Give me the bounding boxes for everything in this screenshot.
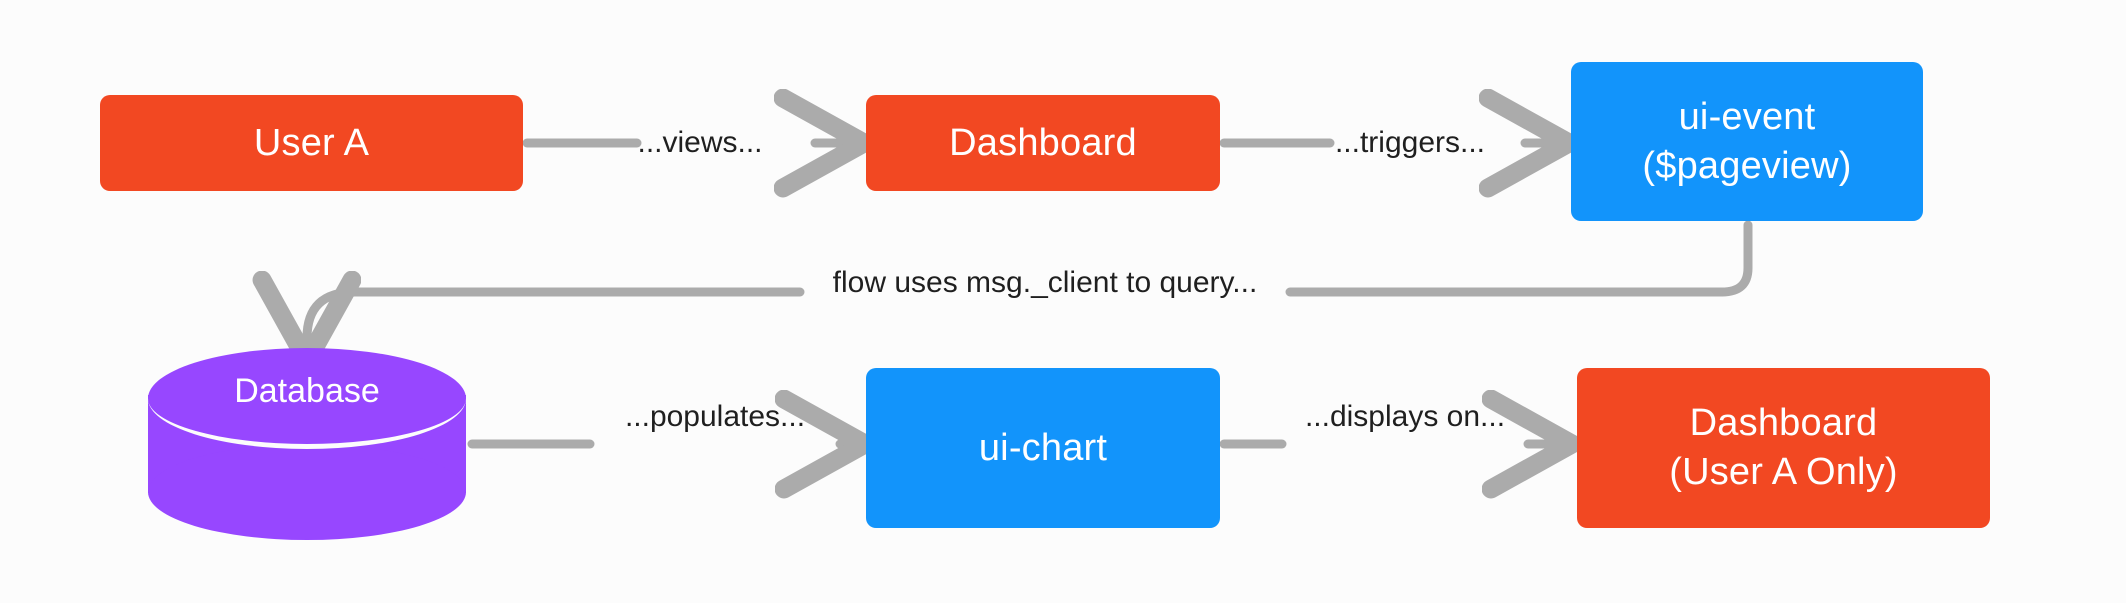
database-cylinder-top — [148, 348, 466, 449]
edge-label-populates: ...populates... — [624, 400, 806, 433]
node-database-label: Database — [234, 372, 380, 410]
node-user-a[interactable]: User A — [100, 95, 523, 191]
node-ui-chart[interactable]: ui-chart — [866, 368, 1220, 528]
edge-label-views: ...views... — [637, 126, 763, 159]
node-dashboard-label: Dashboard — [949, 121, 1137, 164]
node-dashboard-2-label-line2: (User A Only) — [1669, 451, 1898, 493]
node-database[interactable]: Database — [148, 348, 466, 540]
node-dashboard[interactable]: Dashboard — [866, 95, 1220, 191]
database-cylinder-bottom — [148, 444, 466, 540]
edge-label-displays-on: ...displays on... — [1304, 400, 1506, 433]
node-dashboard-user-a-only[interactable]: Dashboard (User A Only) — [1577, 368, 1990, 528]
node-dashboard-2-label-line1: Dashboard — [1689, 402, 1878, 445]
edge-label-flow-query: flow uses msg._client to query... — [832, 266, 1258, 299]
node-ui-event-label-line1: ui-event — [1678, 95, 1816, 138]
node-ui-chart-label: ui-chart — [978, 426, 1108, 469]
node-ui-event[interactable]: ui-event ($pageview) — [1571, 62, 1923, 221]
node-ui-event-label-line2: ($pageview) — [1642, 144, 1852, 187]
node-user-a-label: User A — [253, 121, 370, 164]
edge-label-triggers: ...triggers... — [1334, 126, 1486, 159]
